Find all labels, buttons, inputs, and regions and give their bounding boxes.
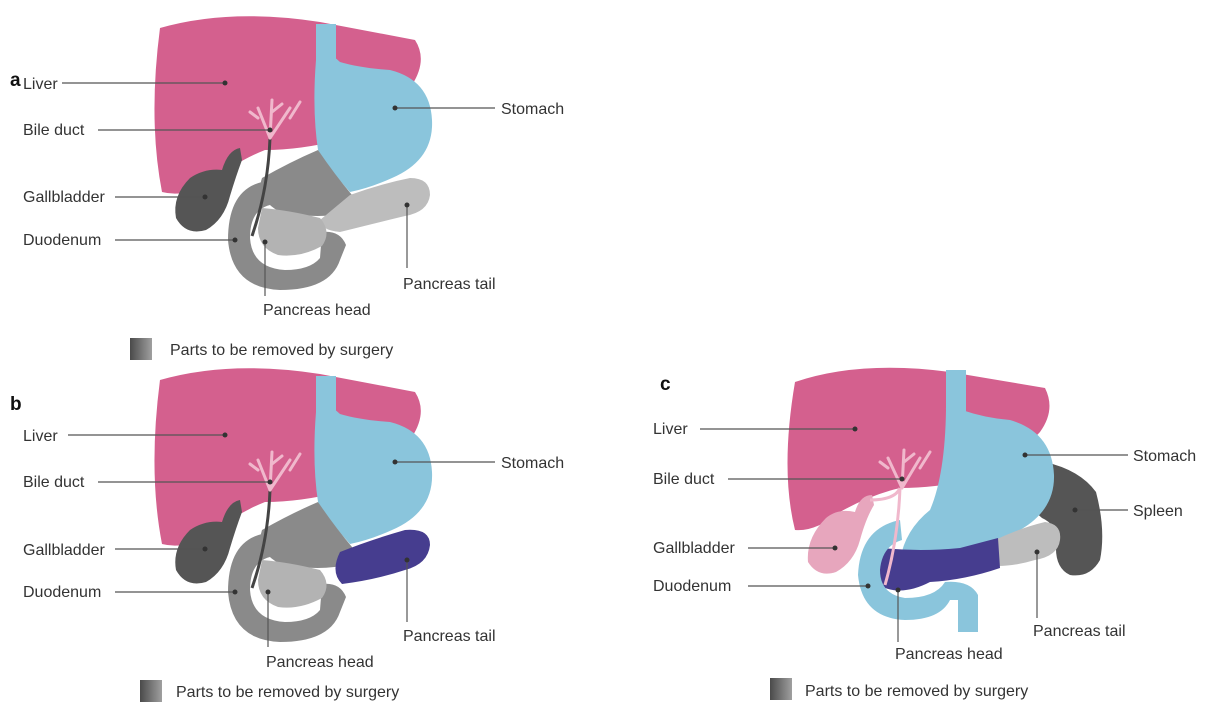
label-bile-duct: Bile duct bbox=[653, 471, 715, 488]
legend-text: Parts to be removed by surgery bbox=[805, 683, 1028, 700]
label-duodenum: Duodenum bbox=[653, 578, 731, 595]
label-pancreas-head: Pancreas head bbox=[895, 646, 1003, 663]
label-bile-duct: Bile duct bbox=[23, 474, 85, 491]
label-duodenum: Duodenum bbox=[23, 232, 101, 249]
panel-a: a Liver Bile duct Gallbladder Duodenum bbox=[10, 16, 564, 360]
label-liver: Liver bbox=[653, 421, 688, 438]
legend-swatch bbox=[140, 680, 162, 702]
label-pancreas-head: Pancreas head bbox=[263, 302, 371, 319]
label-spleen: Spleen bbox=[1133, 503, 1183, 520]
panel-c: c Liver Bile duct Gallbladder Duoden bbox=[653, 368, 1196, 700]
label-liver: Liver bbox=[23, 76, 58, 93]
panel-letter-a: a bbox=[10, 70, 21, 91]
legend-text: Parts to be removed by surgery bbox=[176, 684, 399, 701]
panel-b: b Liver Bile duct Gallbladder Duodenum S… bbox=[10, 368, 564, 702]
label-pancreas-tail: Pancreas tail bbox=[403, 628, 496, 645]
label-pancreas-tail: Pancreas tail bbox=[1033, 623, 1126, 640]
label-duodenum: Duodenum bbox=[23, 584, 101, 601]
panel-letter-c: c bbox=[660, 374, 671, 395]
label-bile-duct: Bile duct bbox=[23, 122, 85, 139]
panel-letter-b: b bbox=[10, 394, 22, 415]
label-stomach: Stomach bbox=[501, 101, 564, 118]
legend-text: Parts to be removed by surgery bbox=[170, 342, 393, 359]
label-gallbladder: Gallbladder bbox=[23, 189, 106, 206]
legend-swatch bbox=[770, 678, 792, 700]
label-liver: Liver bbox=[23, 428, 58, 445]
legend-swatch bbox=[130, 338, 152, 360]
label-gallbladder: Gallbladder bbox=[653, 540, 736, 557]
label-pancreas-head: Pancreas head bbox=[266, 654, 374, 671]
label-pancreas-tail: Pancreas tail bbox=[403, 276, 496, 293]
label-gallbladder: Gallbladder bbox=[23, 542, 106, 559]
label-stomach: Stomach bbox=[501, 455, 564, 472]
label-stomach: Stomach bbox=[1133, 448, 1196, 465]
